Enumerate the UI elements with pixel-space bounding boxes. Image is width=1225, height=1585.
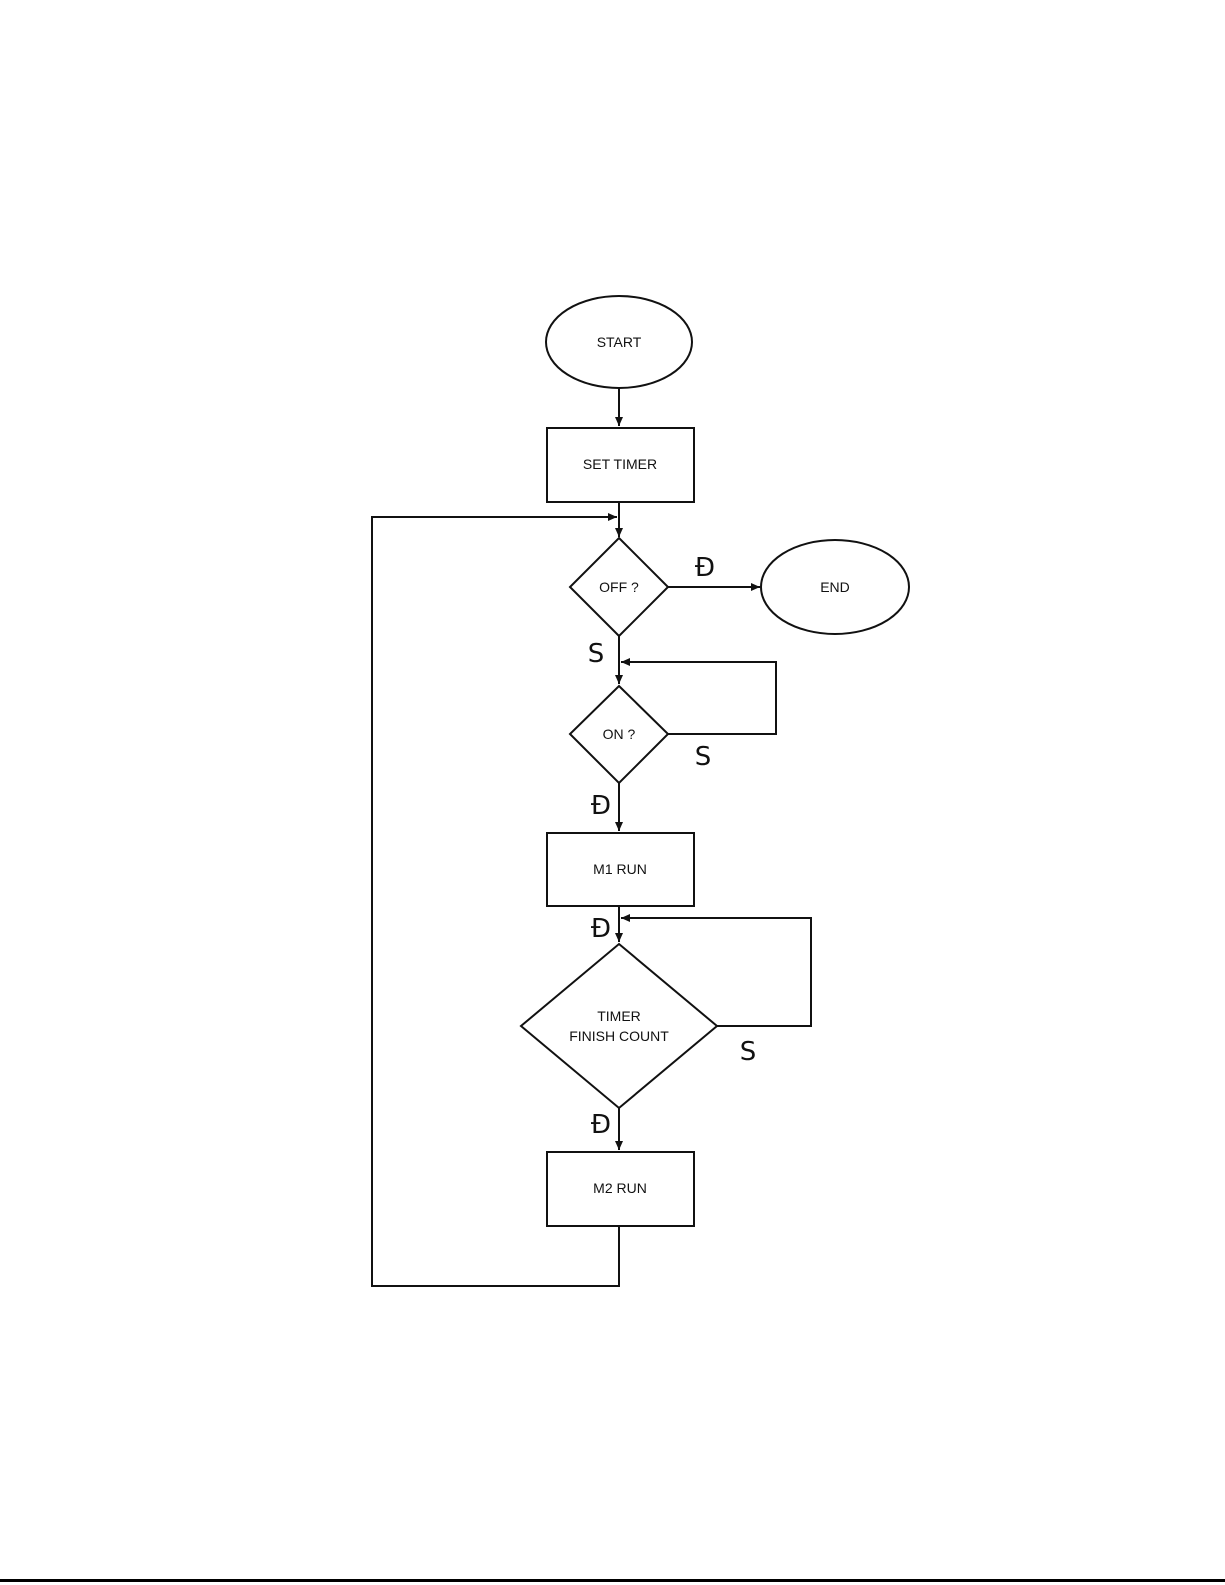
branch-label-m1-out: Đ bbox=[591, 914, 611, 944]
off-check-label: OFF ? bbox=[599, 579, 639, 595]
end-label: END bbox=[820, 579, 850, 595]
branch-label-on-yes: Đ bbox=[591, 791, 611, 821]
on-check-label: ON ? bbox=[603, 726, 636, 742]
m2-run-label: M2 RUN bbox=[593, 1180, 647, 1196]
set-timer-node: SET TIMER bbox=[547, 428, 694, 502]
branch-label-off-yes: Đ bbox=[695, 553, 715, 583]
timer-check-node: TIMER FINISH COUNT bbox=[521, 944, 717, 1108]
m1-run-node: M1 RUN bbox=[547, 833, 694, 906]
m1-run-label: M1 RUN bbox=[593, 861, 647, 877]
branch-label-timer-no: S bbox=[740, 1037, 757, 1067]
branch-label-off-no: S bbox=[588, 639, 605, 669]
end-node: END bbox=[761, 540, 909, 634]
set-timer-label: SET TIMER bbox=[583, 456, 657, 472]
start-node: START bbox=[546, 296, 692, 388]
timer-check-label-line1: TIMER bbox=[597, 1008, 641, 1024]
on-check-node: ON ? bbox=[570, 686, 668, 783]
start-label: START bbox=[597, 334, 642, 350]
branch-label-timer-yes: Đ bbox=[591, 1110, 611, 1140]
m2-run-node: M2 RUN bbox=[547, 1152, 694, 1226]
page-bottom-rule bbox=[0, 1579, 1225, 1582]
off-check-node: OFF ? bbox=[570, 538, 668, 636]
branch-label-on-no: S bbox=[695, 742, 712, 772]
timer-check-label-line2: FINISH COUNT bbox=[569, 1028, 669, 1044]
